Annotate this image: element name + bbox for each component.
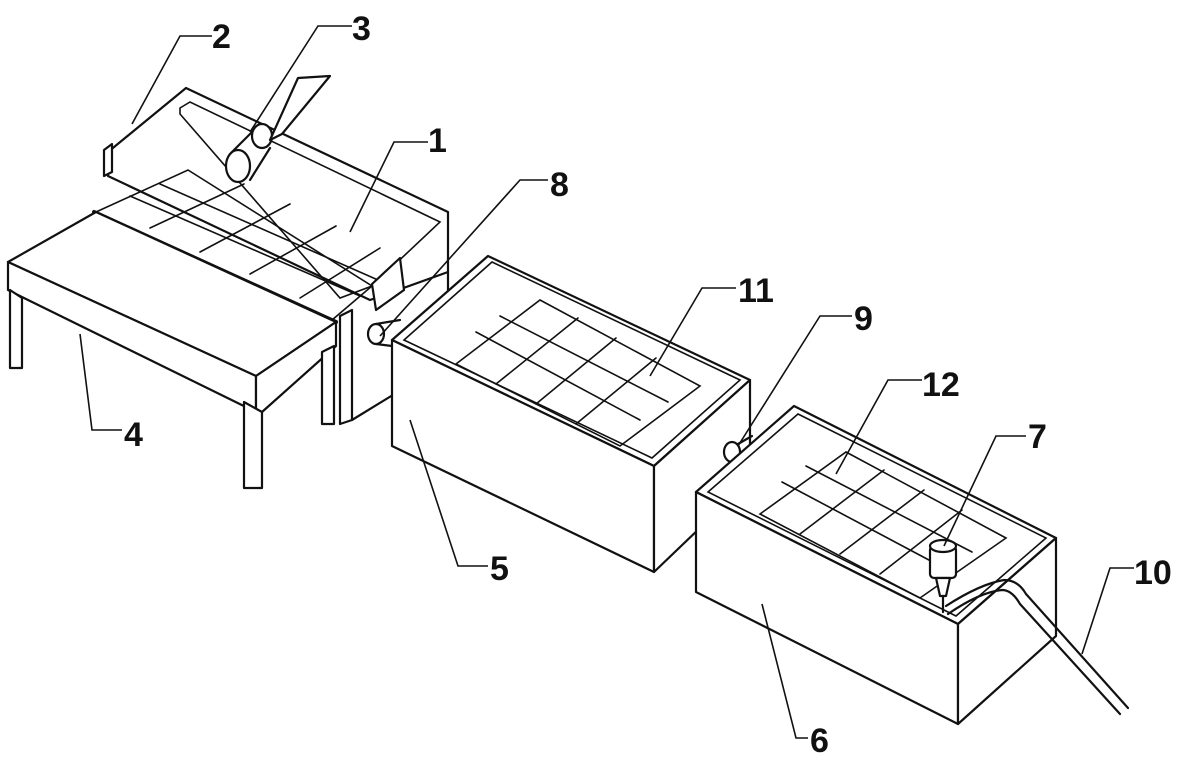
chute — [268, 74, 332, 142]
leader-8 — [379, 179, 548, 337]
table-leg — [8, 288, 24, 370]
label-9: 9 — [854, 300, 873, 338]
leader-3 — [249, 25, 352, 133]
leader-lines — [79, 25, 1134, 739]
leader-1 — [349, 141, 428, 233]
label-11: 11 — [738, 272, 774, 310]
label-12: 12 — [922, 366, 960, 404]
label-6: 6 — [810, 722, 829, 760]
leader-5 — [409, 419, 488, 567]
label-5: 5 — [490, 550, 509, 588]
second-screen-grid — [454, 299, 702, 447]
drain-hose-inner — [946, 588, 1122, 716]
table-leg — [242, 400, 264, 490]
pump — [928, 538, 958, 614]
third-screen-grid — [758, 451, 1008, 599]
table-front-face — [6, 260, 258, 414]
label-7: 7 — [1028, 418, 1047, 456]
label-1: 1 — [428, 122, 447, 160]
support-plate — [338, 308, 354, 426]
table — [6, 210, 338, 490]
second-tank-inner-rim — [402, 261, 742, 459]
third-tank — [694, 404, 1130, 726]
leader-9 — [737, 315, 852, 447]
label-2: 2 — [212, 18, 231, 56]
table-leg — [320, 344, 336, 426]
roller — [224, 122, 274, 184]
side-flange — [102, 142, 114, 178]
leader-2 — [131, 35, 212, 125]
third-tank-side — [956, 536, 1058, 726]
label-10: 10 — [1134, 554, 1172, 592]
leader-4 — [79, 333, 122, 431]
label-4: 4 — [124, 416, 143, 454]
table-side-face — [254, 320, 338, 414]
leader-11 — [649, 287, 736, 377]
leader-7 — [943, 435, 1026, 547]
leader-12 — [835, 379, 922, 475]
leader-10 — [1081, 567, 1134, 655]
drain-hose — [944, 578, 1130, 710]
leader-6 — [761, 603, 808, 739]
third-tank-inner-rim — [706, 413, 1048, 617]
second-tank — [390, 254, 754, 574]
label-3: 3 — [352, 10, 371, 48]
label-8: 8 — [550, 166, 569, 204]
first-tank-end-plate — [370, 256, 406, 312]
